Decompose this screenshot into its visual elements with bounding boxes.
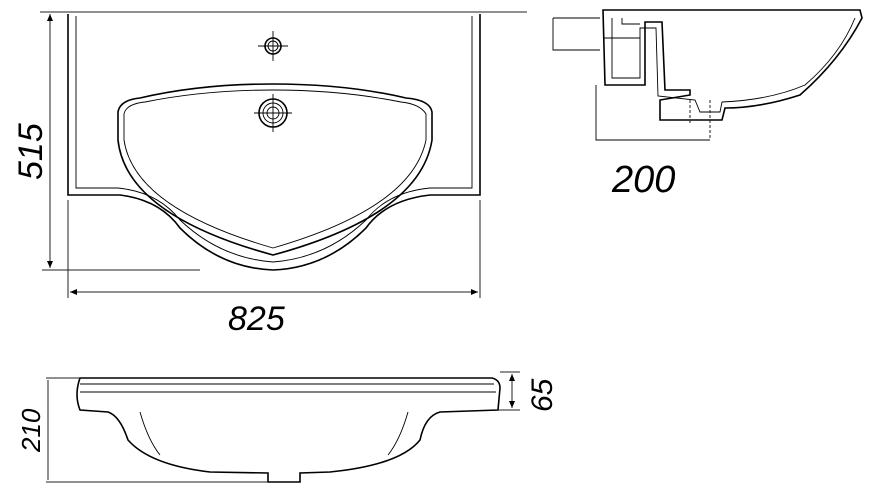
offset-dimension-line [595,85,710,141]
top-view-outline [67,14,481,271]
side-section-inner [611,17,856,113]
top-view: 515 825 [12,11,527,338]
front-bowl-contours [139,411,409,456]
width-label: 825 [228,300,285,338]
front-view: 210 65 [16,371,559,483]
front-view-outline [76,377,501,483]
bowl-inner-outline [123,89,427,249]
wall-reference [552,17,600,51]
top-view-inner-rim [75,16,473,263]
rim-height-label: 65 [526,378,559,412]
drain-hole-icon [254,94,292,132]
depth-label: 515 [12,123,50,180]
side-detail [603,18,640,39]
faucet-hole-icon [258,31,288,61]
front-rim-lines [80,383,496,393]
side-section-view: 200 [552,9,863,201]
offset-label: 200 [611,159,675,201]
bowl-outline [117,83,433,256]
total-height-label: 210 [16,408,46,453]
side-section-outline [602,9,863,121]
